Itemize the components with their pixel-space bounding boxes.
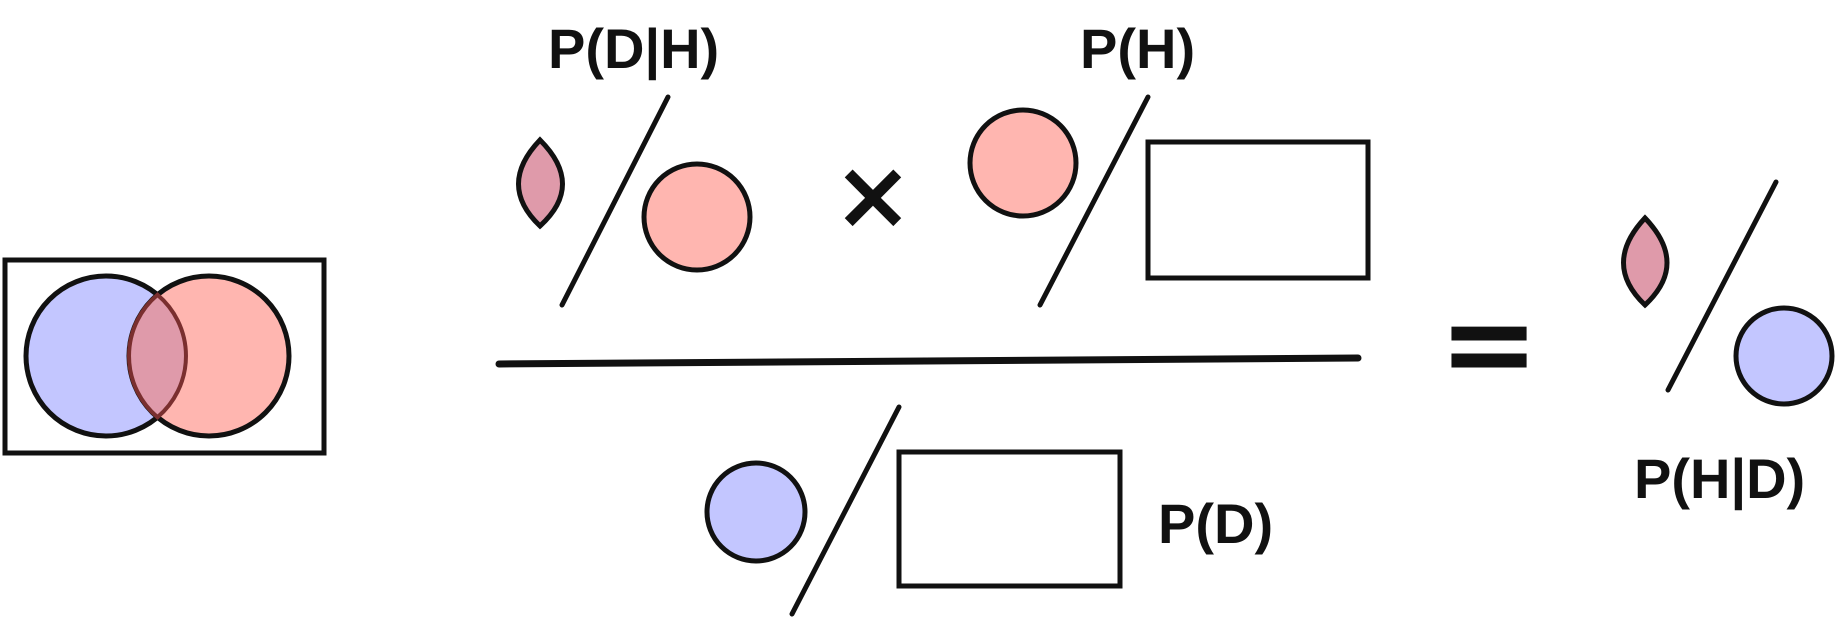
universe-rectangle-evidence <box>896 449 1123 589</box>
overlap-region <box>127 292 188 420</box>
times-operator: × <box>833 139 913 251</box>
fraction-slash <box>1665 179 1779 393</box>
fraction-slash <box>1037 94 1151 308</box>
fraction-slash <box>789 404 902 617</box>
evidence-label: P(D) <box>1158 492 1273 555</box>
overlap-lens-posterior <box>1621 214 1670 309</box>
likelihood-label: P(D|H) <box>548 17 719 81</box>
equals-operator: = <box>1439 275 1540 414</box>
fraction-slash <box>559 94 671 308</box>
overlap-lens-numerator <box>516 136 565 230</box>
universe-rectangle-prior <box>1145 139 1371 281</box>
data-circle-evidence <box>704 460 808 564</box>
prior-label: P(H) <box>1080 17 1195 80</box>
venn-diagram <box>2 257 327 456</box>
posterior-label: P(H|D) <box>1634 447 1805 511</box>
main-fraction-bar <box>495 354 1362 368</box>
data-circle-posterior <box>1733 305 1835 407</box>
hypothesis-circle-denominator <box>641 161 753 273</box>
hypothesis-circle-prior <box>967 107 1079 219</box>
